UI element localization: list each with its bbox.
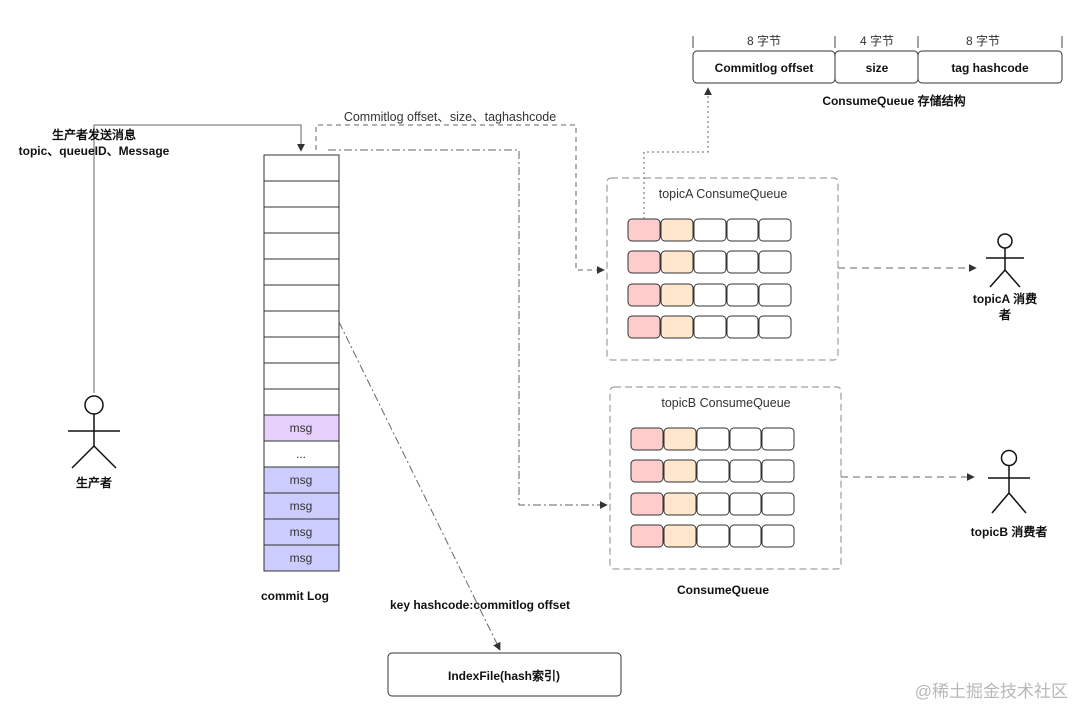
commit-log-slot — [263, 284, 340, 312]
commit-log-label: commit Log — [261, 589, 329, 603]
producer-label: 生产者 — [76, 475, 112, 490]
commit-log-slot — [263, 388, 340, 416]
commit-log-slot — [263, 310, 340, 338]
field-box-tag — [917, 50, 1063, 84]
field-name-tag: tag hashcode — [951, 61, 1029, 75]
field-bytes-tag: 8 字节 — [966, 33, 1000, 48]
commit-log-slot — [263, 154, 340, 182]
commit-log-msg-label: msg — [290, 473, 313, 487]
topicB-queue-row — [630, 492, 795, 516]
topicB-queue-title: topicB ConsumeQueue — [661, 396, 790, 410]
watermark: @稀土掘金技术社区 — [915, 682, 1068, 701]
indexfile-box — [387, 652, 622, 697]
indexfile-label: IndexFile(hash索引) — [448, 668, 560, 683]
commit-log-msg — [263, 492, 340, 520]
commitlog-to-indexfile-edge — [338, 321, 501, 651]
topicB-consumer-label: topicB 消费者 — [971, 524, 1048, 539]
commitlog-to-topicB-edge — [328, 149, 608, 509]
commit-log-slot — [263, 336, 340, 364]
field-name-offset: Commitlog offset — [715, 61, 814, 75]
flow-label: Commitlog offset、size、taghashcode — [344, 110, 556, 124]
topicA-queue-row — [627, 315, 792, 339]
consume-queue-structure-caption: ConsumeQueue 存储结构 — [822, 93, 965, 108]
commit-log: msg ... msg msg msg msg commit Log — [261, 154, 340, 603]
producer-head — [84, 395, 104, 415]
topicA-queue-row — [627, 250, 792, 274]
topicA-queue-row — [627, 283, 792, 307]
flow-label-bg — [326, 108, 576, 124]
topicA-consumer-head — [997, 233, 1013, 249]
consume-queue-group-label: ConsumeQueue — [677, 583, 769, 597]
consume-queue-structure: 8 字节 4 字节 8 字节 Commitlog offset size tag… — [692, 33, 1063, 108]
commit-log-slot — [263, 362, 340, 390]
commit-log-slot — [263, 258, 340, 286]
topicB-queue-border — [609, 386, 842, 570]
topicB-consumer-actor: topicB 消费者 — [971, 449, 1048, 539]
topicA-consumer-actor: topicA 消费 者 — [973, 233, 1037, 322]
commit-log-slot — [263, 206, 340, 234]
commit-log-msg-label: msg — [290, 525, 313, 539]
topicA-consumer-label-2: 者 — [998, 307, 1011, 322]
producer-send-label-1: 生产者发送消息 — [52, 127, 136, 142]
field-bytes-size: 4 字节 — [860, 33, 894, 48]
commit-log-msg-label: msg — [290, 551, 313, 565]
commit-log-msg-label: msg — [290, 421, 313, 435]
topicB-queue-row — [630, 524, 795, 548]
producer-actor: 生产者 — [68, 395, 120, 490]
field-bytes-offset: 8 字节 — [747, 33, 781, 48]
commit-log-ellipsis: ... — [296, 447, 306, 461]
commit-log-msg — [263, 544, 340, 572]
field-name-size: size — [866, 61, 889, 75]
topicB-consume-queue: topicB ConsumeQueue — [609, 386, 842, 570]
commit-log-slot — [263, 232, 340, 260]
topicA-consume-queue: topicA ConsumeQueue — [606, 177, 839, 361]
topicA-queue-row — [627, 218, 792, 242]
commit-log-msg-label: msg — [290, 499, 313, 513]
commit-log-msg — [263, 518, 340, 546]
topicA-queue-title: topicA ConsumeQueue — [659, 187, 788, 201]
commitlog-to-topicA-edge — [315, 124, 605, 274]
topicB-consumer-head — [1000, 449, 1018, 467]
topicB-queue-row — [630, 427, 795, 451]
index-key-label: key hashcode:commitlog offset — [390, 598, 570, 612]
topicA-consumer-label-1: topicA 消费 — [973, 291, 1037, 306]
topicA-queue-border — [606, 177, 839, 361]
commit-log-slot — [263, 180, 340, 208]
producer-send-edge — [93, 124, 305, 393]
producer-send-label-2: topic、queueID、Message — [19, 144, 170, 158]
topicB-queue-row — [630, 459, 795, 483]
